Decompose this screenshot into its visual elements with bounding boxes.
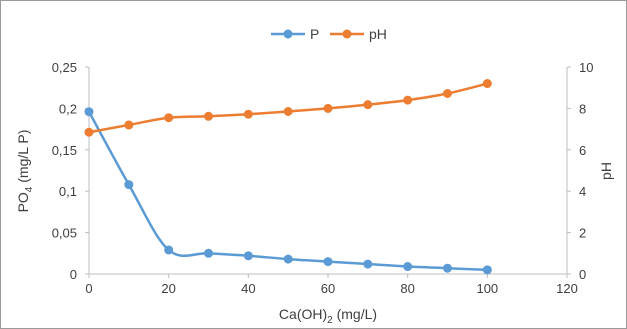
legend-label-ph: pH — [369, 26, 387, 42]
legend-marker-p — [283, 29, 293, 39]
y-axis-left-title: PO4 (mg/L P) — [15, 130, 35, 213]
data-point-ph — [283, 107, 293, 117]
data-point-p — [403, 262, 413, 272]
data-point-ph — [164, 113, 174, 123]
x-tick-label: 100 — [476, 281, 498, 296]
y-left-tick-label: 0,2 — [59, 101, 77, 116]
x-tick-label: 40 — [241, 281, 255, 296]
data-point-p — [363, 259, 373, 269]
data-point-ph — [363, 100, 373, 110]
y-left-tick-label: 0,05 — [52, 226, 77, 241]
data-point-ph — [323, 103, 333, 113]
data-point-p — [204, 248, 213, 258]
series-layer — [84, 79, 492, 275]
y-right-tick-label: 10 — [579, 60, 593, 75]
y-left-tick-label: 0,1 — [59, 184, 77, 199]
legend: P pH — [271, 26, 387, 42]
data-point-ph — [403, 95, 413, 105]
y-axis-right-title: pH — [598, 162, 614, 180]
data-point-ph — [204, 111, 213, 121]
y-right-tick-label: 4 — [579, 184, 586, 199]
y-right-tick-label: 8 — [579, 101, 586, 116]
data-point-p — [323, 257, 333, 267]
x-tick-label: 0 — [85, 281, 92, 296]
x-tick-label: 60 — [321, 281, 335, 296]
y-left-tick-label: 0,15 — [52, 143, 77, 158]
y-right-tick-label: 6 — [579, 143, 586, 158]
data-point-ph — [84, 127, 94, 137]
series-line-p — [87, 111, 488, 272]
y-right-tick-label: 2 — [579, 226, 586, 241]
data-point-p — [283, 254, 293, 264]
x-ticks: 0 20 40 60 80 100 120 — [85, 274, 578, 296]
data-point-ph — [482, 79, 492, 89]
x-tick-label: 20 — [161, 281, 175, 296]
y-left-tick-label: 0,25 — [52, 60, 77, 75]
data-point-ph — [124, 120, 134, 130]
data-point-p — [443, 263, 452, 273]
y-right-tick-label: 0 — [579, 267, 586, 282]
x-tick-label: 80 — [400, 281, 414, 296]
x-axis-title: Ca(OH)2 (mg/L) — [279, 306, 377, 326]
y-ticks-right: 0 2 4 6 8 10 — [567, 60, 593, 282]
x-tick-label: 120 — [556, 281, 578, 296]
data-point-p — [84, 107, 94, 117]
data-point-ph — [243, 109, 253, 119]
data-point-p — [482, 265, 492, 275]
data-point-p — [243, 251, 253, 261]
data-point-p — [164, 245, 174, 255]
y-left-tick-label: 0 — [70, 267, 77, 282]
data-point-p — [124, 180, 134, 190]
data-point-ph — [443, 88, 452, 98]
legend-label-p: P — [310, 26, 319, 42]
legend-marker-ph — [342, 29, 352, 39]
y-ticks-left: 0 0,05 0,1 0,15 0,2 0,25 — [52, 60, 89, 282]
